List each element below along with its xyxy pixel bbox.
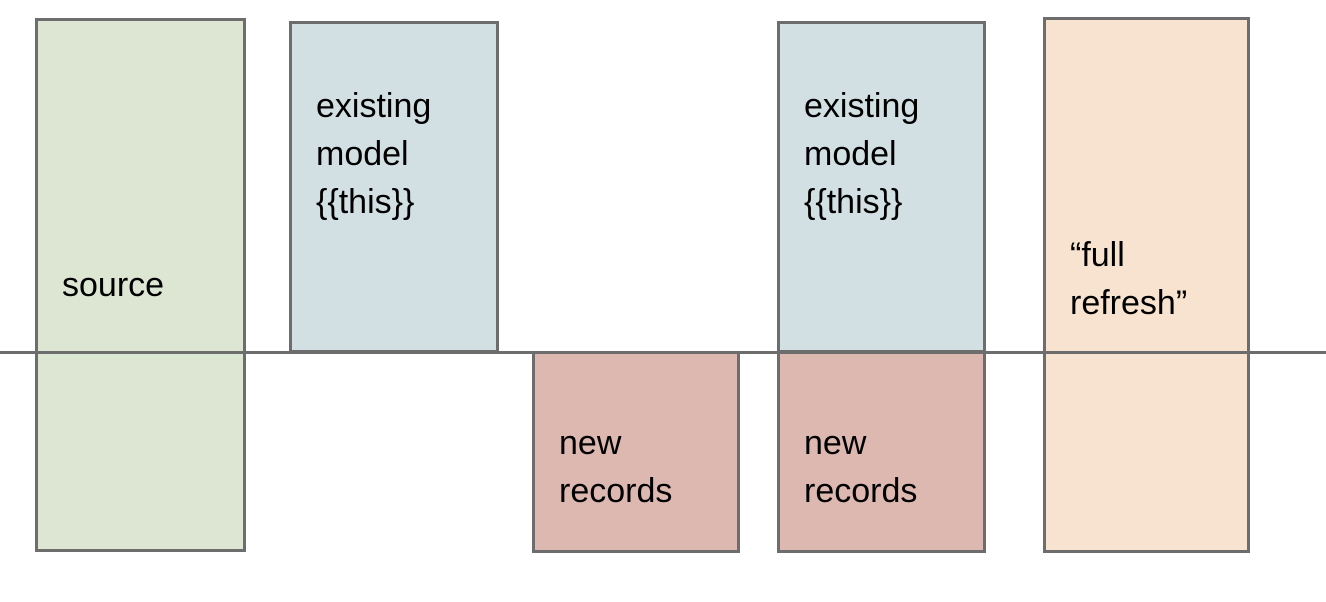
node-full-refresh[interactable]: “full refresh” [1043,17,1250,553]
node-new-records-2-label: new records [804,424,918,510]
horizontal-divider-line [0,351,1326,354]
node-existing-model-1-label: existing model {{this}} [316,87,432,221]
node-existing-model-2-label: existing model {{this}} [804,87,920,221]
node-existing-model-2[interactable]: existing model {{this}} [777,21,986,353]
node-new-records-1-label: new records [559,424,673,510]
node-new-records-1[interactable]: new records [532,351,740,553]
node-source[interactable]: source [35,18,246,552]
node-existing-model-1[interactable]: existing model {{this}} [289,21,499,353]
node-source-label: source [62,266,165,304]
node-new-records-2[interactable]: new records [777,351,986,553]
node-full-refresh-label: “full refresh” [1070,236,1188,322]
